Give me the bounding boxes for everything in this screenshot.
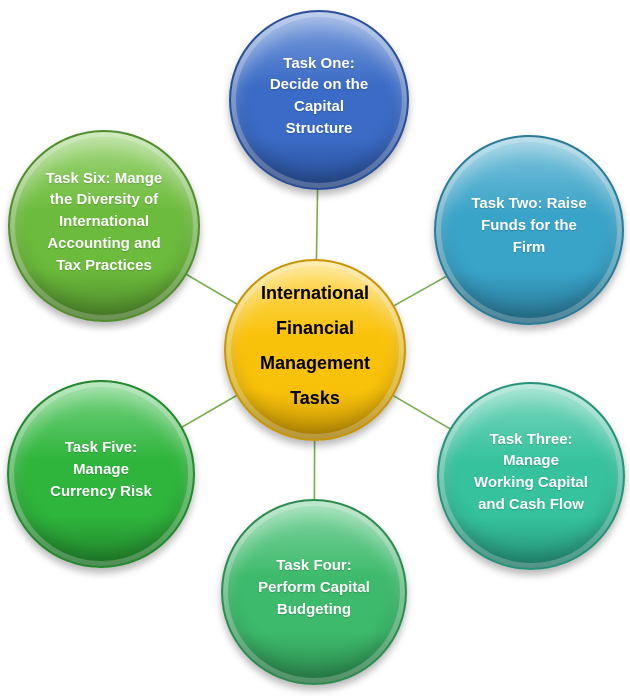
node-task-five: Task Five: Manage Currency Risk [7, 380, 195, 568]
node-task-one: Task One: Decide on the Capital Structur… [229, 10, 409, 190]
node-task-six: Task Six: Mange the Diversity of Interna… [8, 130, 200, 322]
node-task-five-label: Task Five: Manage Currency Risk [50, 439, 152, 500]
node-center-label: International Financial Management Tasks [259, 282, 371, 409]
node-task-two: Task Two: Raise Funds for the Firm [434, 135, 624, 325]
node-task-two-label: Task Two: Raise Funds for the Firm [471, 195, 587, 256]
node-center-title: International Financial Management Tasks [224, 259, 406, 441]
node-task-six-label: Task Six: Mange the Diversity of Interna… [45, 169, 163, 274]
node-task-three-label: Task Three: Manage Working Capital and C… [474, 430, 588, 513]
node-task-four-label: Task Four: Perform Capital Budgeting [258, 557, 370, 618]
node-task-four: Task Four: Perform Capital Budgeting [221, 499, 407, 685]
node-task-one-label: Task One: Decide on the Capital Structur… [269, 54, 369, 137]
node-task-three: Task Three: Manage Working Capital and C… [437, 382, 625, 570]
